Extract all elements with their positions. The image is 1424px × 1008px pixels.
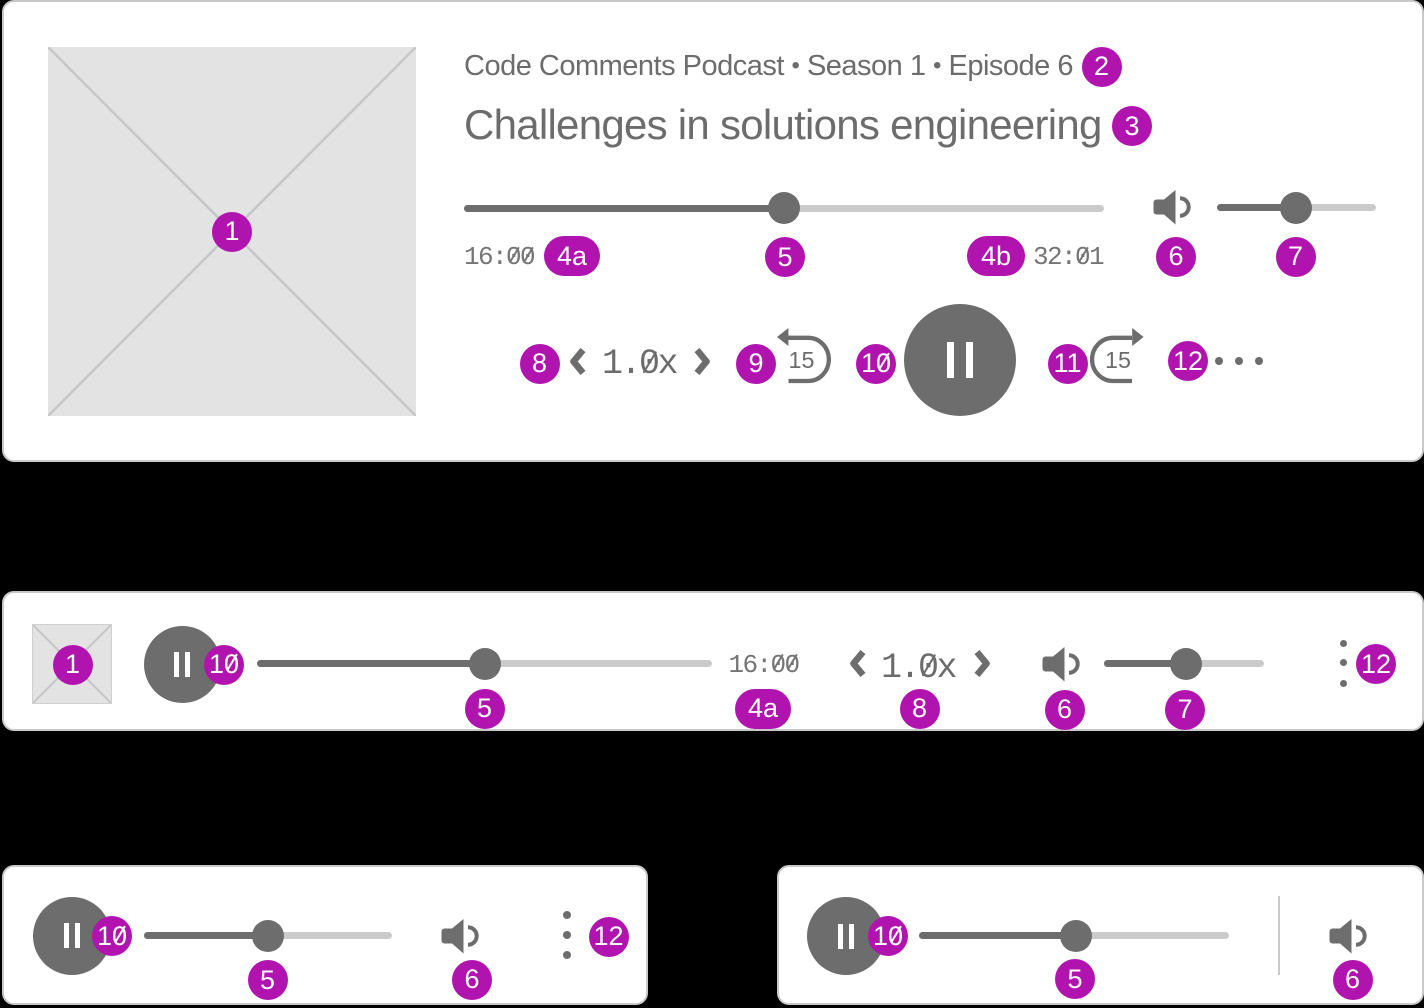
- svg-text:15: 15: [1105, 347, 1131, 373]
- svg-text:15: 15: [789, 347, 815, 373]
